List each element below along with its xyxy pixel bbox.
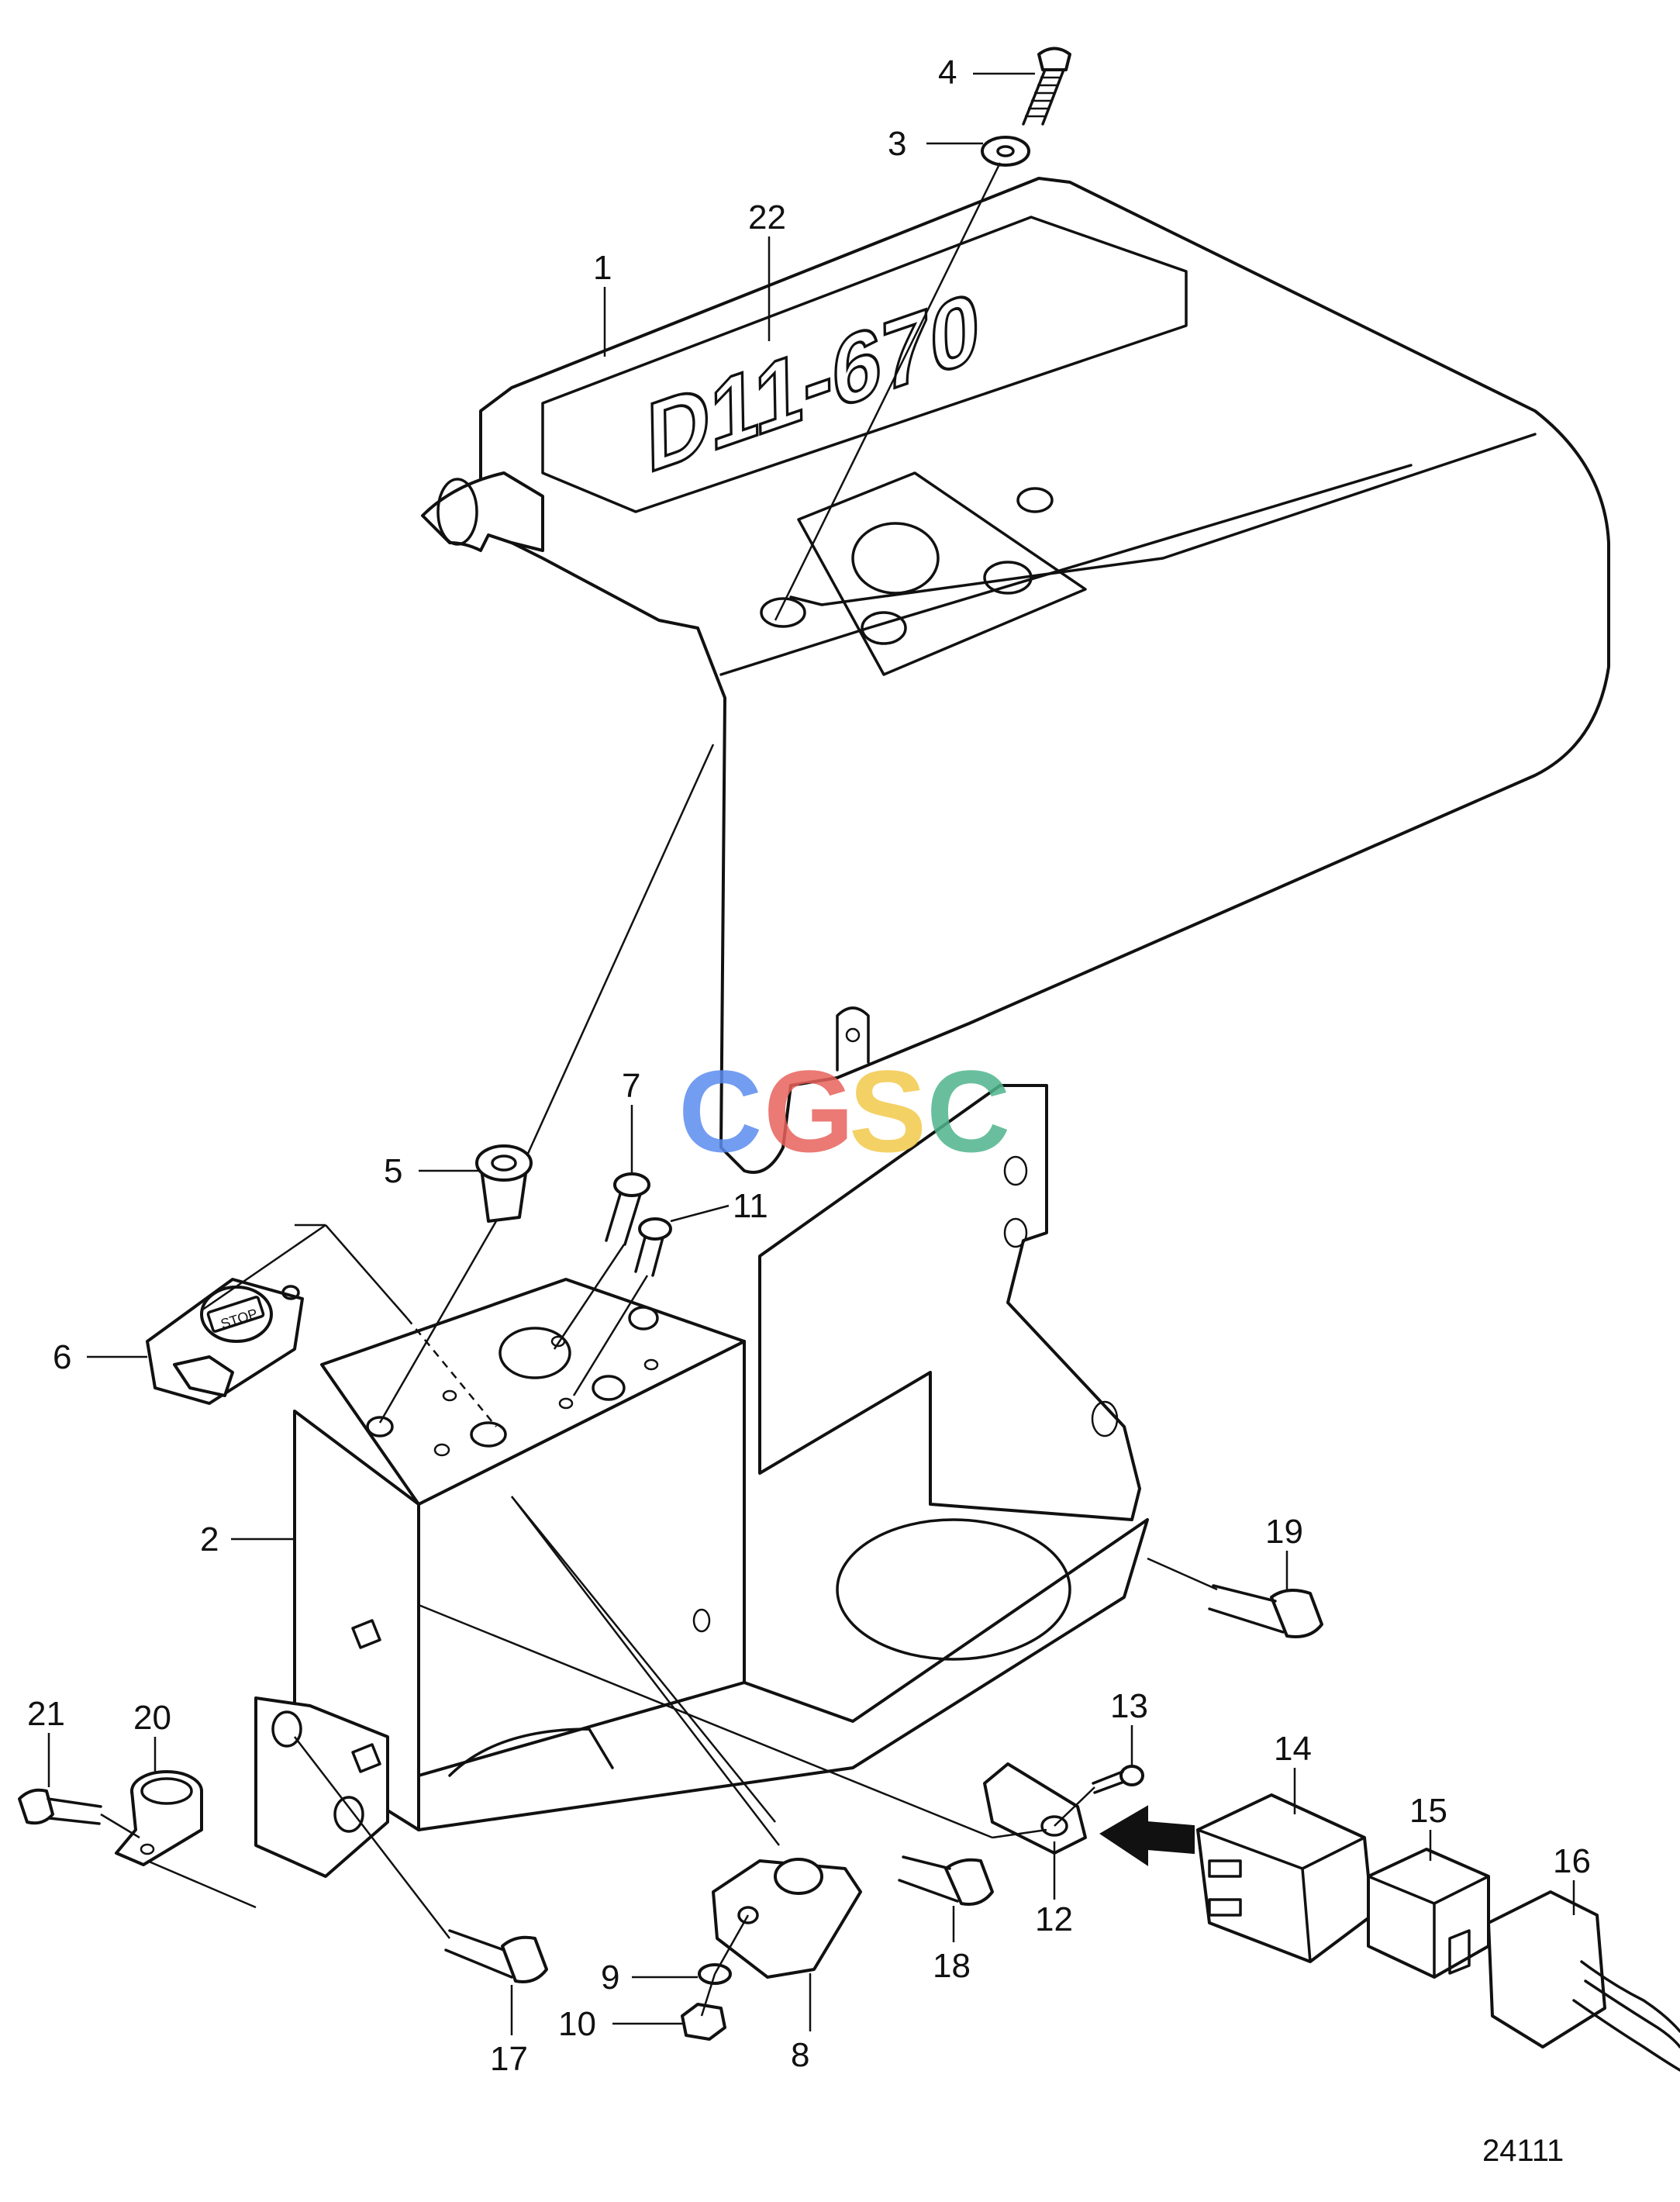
bolt-part-18 (898, 1855, 994, 1906)
engine-cover-part-1: D11-670 (421, 177, 1610, 1174)
cable-connector-part-16 (1487, 1890, 1680, 2072)
assembly-lines (100, 162, 1218, 2017)
callout-7: 7 (622, 1067, 640, 1105)
callout-20: 20 (133, 1699, 171, 1737)
callout-12: 12 (1035, 1900, 1073, 1938)
callout-22: 22 (748, 198, 786, 236)
relay-socket-part-14 (1196, 1793, 1374, 1963)
callout-15: 15 (1409, 1792, 1447, 1830)
callout-3: 3 (888, 125, 906, 163)
callout-10: 10 (558, 2005, 596, 2043)
bolt-part-19 (1208, 1584, 1323, 1638)
callout-16: 16 (1553, 1842, 1591, 1880)
callout-pointers (47, 72, 1575, 2035)
screw-part-4 (1022, 47, 1071, 126)
callout-2: 2 (200, 1520, 219, 1558)
callout-13: 13 (1110, 1687, 1148, 1725)
relay-part-15 (1367, 1848, 1490, 1979)
callout-6: 6 (53, 1338, 71, 1376)
callout-19: 19 (1265, 1513, 1303, 1551)
callout-4: 4 (938, 53, 957, 91)
bolt-part-17 (444, 1929, 548, 1983)
screw-part-21 (18, 1788, 102, 1825)
clamp-part-20 (115, 1770, 203, 1866)
drawing-number: 24111 (1482, 2134, 1564, 2168)
callout-21: 21 (27, 1695, 65, 1733)
connector-part-12 (983, 1762, 1087, 1855)
screw-part-11 (634, 1217, 672, 1277)
callout-1: 1 (593, 249, 612, 287)
callout-8: 8 (791, 2036, 809, 2074)
callout-14: 14 (1274, 1730, 1312, 1768)
screw-part-13 (1092, 1765, 1144, 1794)
watermark-letter-2: G (764, 1046, 854, 1176)
grommet-part-5 (475, 1144, 533, 1223)
washer-part-3 (981, 136, 1030, 167)
watermark-letter-1: C (678, 1046, 762, 1176)
callout-numbers: 4 3 22 1 7 11 5 6 2 19 13 14 15 16 20 21… (27, 53, 1591, 2078)
watermark-letter-3: S (849, 1046, 926, 1176)
direction-arrow (1099, 1805, 1195, 1866)
watermark-letter-4: C (926, 1046, 1010, 1176)
callout-17: 17 (490, 2040, 528, 2078)
callout-5: 5 (384, 1152, 402, 1190)
mounting-bracket-part-2 (254, 1084, 1149, 1878)
callout-9: 9 (601, 1959, 619, 1997)
sensor-part-8 (712, 1858, 862, 1979)
nut-part-10 (681, 2003, 726, 2041)
callout-11: 11 (733, 1187, 768, 1225)
watermark-logo: C G S C (678, 1046, 1010, 1176)
stop-button-part-6: STOP (146, 1278, 304, 1405)
callout-18: 18 (933, 1947, 971, 1985)
